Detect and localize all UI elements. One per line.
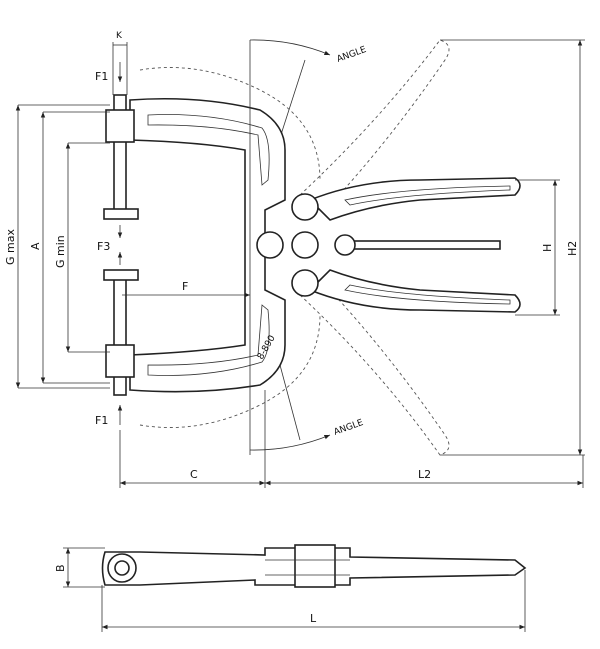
side-view [101,544,527,588]
l-label: L [310,612,317,625]
dim-g-min: G min [54,142,110,353]
b-label: B [54,564,67,572]
dim-a: A [29,111,110,384]
upper-screw [103,94,139,220]
c-label: C [190,468,198,481]
f1-top-label: F1 [95,70,108,83]
dim-h2: H2 [440,39,585,456]
lower-handle [308,269,521,313]
angle-top-label: ANGLE [336,45,368,65]
dim-c-l2: C L2 [119,40,584,488]
f-label: F [182,280,188,293]
dim-h: H [515,179,560,316]
dim-l: L [101,570,526,632]
g-min-label: G min [54,235,67,268]
f3-label: F3 [97,240,110,253]
open-position-outline [139,39,450,456]
f1-bottom-label: F1 [95,414,108,427]
l2-label: L2 [418,468,431,481]
lower-screw [103,269,139,396]
upper-handle [308,177,521,221]
k-label: K [116,31,123,41]
dim-b: B [54,547,105,588]
dim-f: F [122,280,250,298]
h-label: H [541,244,554,252]
pivots [256,193,356,297]
h2-label: H2 [566,241,579,256]
release-rod [339,240,501,250]
a-label: A [29,242,42,250]
angle-bottom-label: ANGLE [333,418,365,438]
g-max-label: G max [4,229,17,265]
dim-g-max: G max [4,104,110,389]
dim-k: K [112,31,128,95]
